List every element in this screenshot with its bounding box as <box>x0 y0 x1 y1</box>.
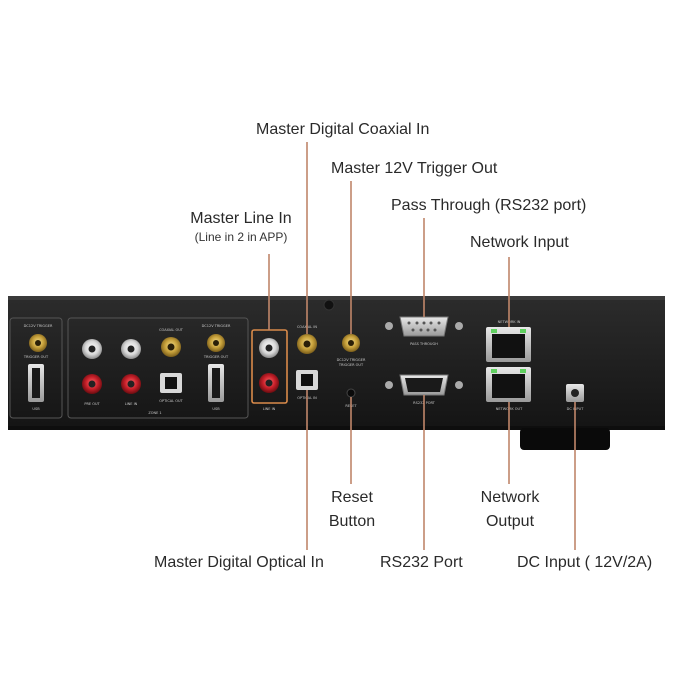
panel-label-dc-trigger-left: DC12V TRIGGER <box>24 324 53 328</box>
callout-pass-through: Pass Through (RS232 port) <box>391 197 587 214</box>
callout-reset-line2: Button <box>328 513 376 530</box>
callout-network-output-line2: Output <box>485 513 535 530</box>
panel-label-zone: ZONE 1 <box>148 411 161 415</box>
callout-dc-input: DC Input ( 12V/2A) <box>517 554 653 571</box>
panel-label-coaxial-out: COAXIAL OUT <box>159 328 184 332</box>
panel-label-usb-mid: USB <box>212 407 220 411</box>
panel-label-pre-out: PRE OUT <box>84 402 100 406</box>
panel-label-trigger-out-master: TRIGGER OUT <box>338 363 364 367</box>
callout-master-line-in-note: (Line in 2 in APP) <box>194 230 288 244</box>
callout-network-input: Network Input <box>470 234 569 251</box>
callout-master-digital-optical-in: Master Digital Optical In <box>154 554 324 571</box>
callout-master-line-in-title: Master Line In <box>190 210 292 227</box>
callout-master-12v-trigger-out: Master 12V Trigger Out <box>331 160 498 177</box>
callout-network-output: Network Output <box>468 486 552 534</box>
callout-master-digital-coaxial-in: Master Digital Coaxial In <box>256 121 430 138</box>
panel-label-optical-out: OPTICAL OUT <box>159 399 183 403</box>
chassis-screw <box>323 299 335 311</box>
panel-label-trigger-out-left: TRIGGER OUT <box>23 355 49 359</box>
reset-button <box>346 388 356 398</box>
panel-label-usb-left: USB <box>32 407 40 411</box>
callout-rs232-port: RS232 Port <box>380 554 463 571</box>
callout-reset-line1: Reset <box>331 489 373 506</box>
device-foot <box>520 428 610 450</box>
panel-label-line-in: LINE IN <box>125 402 138 406</box>
panel-label-dc-trigger-master: DC12V TRIGGER <box>337 358 366 362</box>
zone-panel-box <box>9 317 63 419</box>
pass-through-db9-port <box>399 316 449 337</box>
zone1-panel-box <box>67 317 249 419</box>
callout-reset-button: Reset Button <box>316 486 388 534</box>
panel-label-pass-through: PASS THROUGH <box>410 342 438 346</box>
panel-label-trigger-out-mid: TRIGGER OUT <box>203 355 229 359</box>
panel-label-dc-trigger-mid: DC12V TRIGGER <box>202 324 231 328</box>
callout-master-line-in: Master Line In (Line in 2 in APP) <box>168 209 314 245</box>
callout-network-output-line1: Network <box>480 489 540 506</box>
panel-label-line-in-master: LINE IN <box>263 407 276 411</box>
